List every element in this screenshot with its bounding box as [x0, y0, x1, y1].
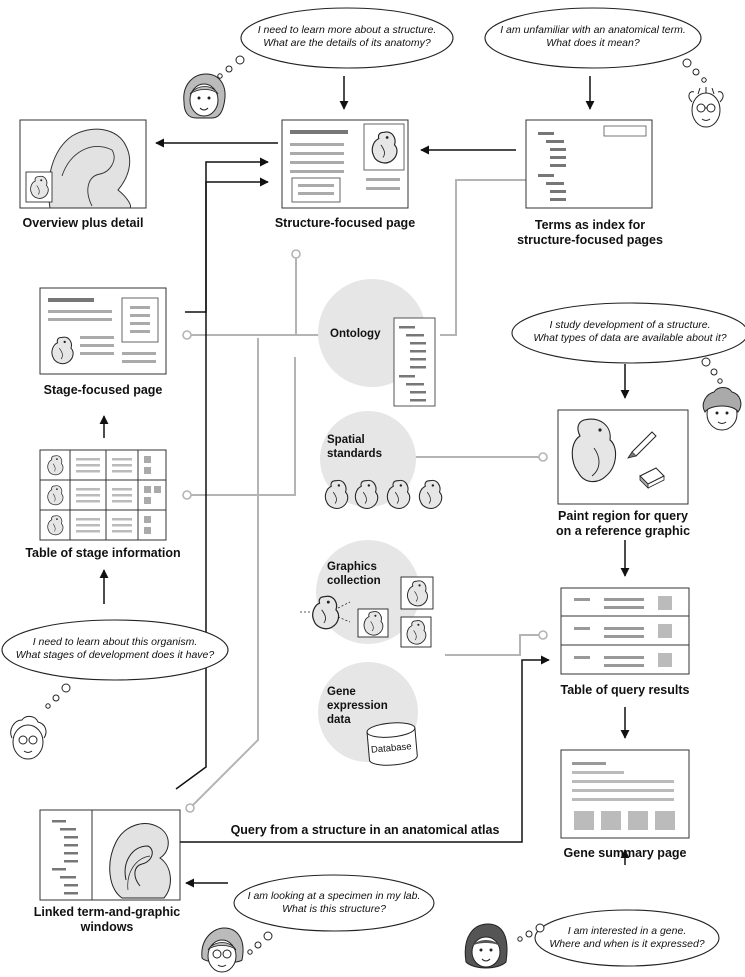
graphics-collection-circle	[316, 540, 420, 644]
overview-plus-detail-panel	[19, 119, 147, 209]
overview-plus-detail-label: Overview plus detail	[22, 216, 144, 230]
gene-expression-line2: expression	[327, 700, 388, 712]
gene-expression-label: Gene expression data	[327, 685, 388, 727]
person-glasses-man-icon	[688, 87, 724, 128]
atlas-query-edge-label: Query from a structure in an anatomical …	[230, 823, 500, 837]
cloud-organism	[1, 619, 229, 681]
spatial-standards-line2: standards	[327, 448, 382, 460]
query-results-panel	[560, 587, 690, 675]
thought-development-line2: What types of data are available about i…	[533, 332, 727, 344]
person-left-man-icon	[10, 715, 47, 760]
structure-focused-panel	[281, 119, 409, 209]
spatial-standards-line1: Spatial	[327, 434, 365, 446]
thought-development-text: I study development of a structure. What…	[514, 319, 745, 345]
thought-gene-line1: I am interested in a gene.	[567, 925, 687, 937]
query-results-label: Table of query results	[560, 683, 690, 697]
person-woman-icon	[183, 73, 226, 119]
graphics-collection-label: Graphics collection	[327, 560, 381, 588]
thought-development-line1: I study development of a structure.	[549, 319, 711, 331]
person-grey-hair-icon	[201, 927, 244, 973]
thought-structure-text: I need to learn more about a structure. …	[243, 24, 451, 50]
stage-table-panel	[39, 449, 167, 541]
thought-specimen-text: I am looking at a specimen in my lab. Wh…	[236, 890, 432, 916]
linked-windows-panel	[39, 809, 181, 901]
thought-specimen-line2: What is this structure?	[282, 903, 386, 915]
stage-focused-label: Stage-focused page	[43, 383, 163, 397]
graphics-collection-icon	[300, 576, 434, 648]
paint-region-panel	[557, 409, 689, 505]
gene-summary-label: Gene summary page	[563, 846, 687, 860]
person-dark-hair-icon	[464, 923, 508, 969]
thought-organism-line2: What stages of development does it have?	[15, 649, 215, 661]
stage-table-label: Table of stage information	[25, 546, 181, 560]
paint-region-label-line1: Paint region for query	[558, 509, 688, 523]
cloud-development	[511, 302, 745, 364]
terms-index-panel	[525, 119, 653, 209]
resource-connectors	[190, 179, 542, 807]
cloud-term	[484, 7, 702, 69]
thought-term-text: I am unfamiliar with an anatomical term.…	[487, 24, 699, 50]
cloud-structure	[240, 7, 454, 69]
person-curly-hair-icon	[702, 387, 742, 431]
structure-focused-label: Structure-focused page	[274, 216, 416, 230]
paint-region-label-line2: on a reference graphic	[555, 524, 691, 538]
thought-gene-line2: Where and when is it expressed?	[549, 938, 705, 950]
thought-organism-line1: I need to learn about this organism.	[32, 636, 198, 648]
spatial-standards-label: Spatial standards	[327, 433, 382, 461]
thought-term-line2: What does it mean?	[546, 37, 640, 49]
cloud-specimen	[233, 874, 435, 932]
thought-organism-text: I need to learn about this organism. Wha…	[4, 636, 226, 662]
thought-structure-line1: I need to learn more about a structure.	[257, 24, 437, 36]
thought-specimen-line1: I am looking at a specimen in my lab.	[247, 890, 421, 902]
graphics-collection-line1: Graphics	[327, 561, 377, 573]
database-icon	[366, 722, 418, 766]
gene-summary-panel	[560, 749, 690, 839]
linked-windows-label-line2: windows	[80, 920, 134, 934]
ontology-label: Ontology	[330, 328, 381, 340]
thought-term-line1: I am unfamiliar with an anatomical term.	[500, 24, 686, 36]
flow-arrows	[99, 76, 630, 888]
gene-expression-line1: Gene	[327, 686, 356, 698]
terms-index-label-line2: structure-focused pages	[517, 233, 663, 247]
thought-structure-line2: What are the details of its anatomy?	[263, 37, 431, 49]
cloud-gene	[534, 909, 720, 967]
ontology-tree-icon	[393, 317, 436, 407]
graphics-collection-line2: collection	[327, 575, 381, 587]
stage-focused-panel	[39, 287, 167, 375]
gene-expression-line3: data	[327, 714, 351, 726]
terms-index-label: Terms as index for structure-focused pag…	[505, 218, 675, 248]
linked-windows-label-line1: Linked term-and-graphic	[33, 905, 181, 919]
linked-windows-label: Linked term-and-graphic windows	[24, 905, 190, 935]
thought-clouds	[1, 7, 745, 967]
thought-trails	[45, 55, 723, 955]
paint-region-label: Paint region for query on a reference gr…	[540, 509, 706, 539]
terms-index-label-line1: Terms as index for	[534, 218, 646, 232]
thought-gene-text: I am interested in a gene. Where and whe…	[537, 925, 717, 951]
